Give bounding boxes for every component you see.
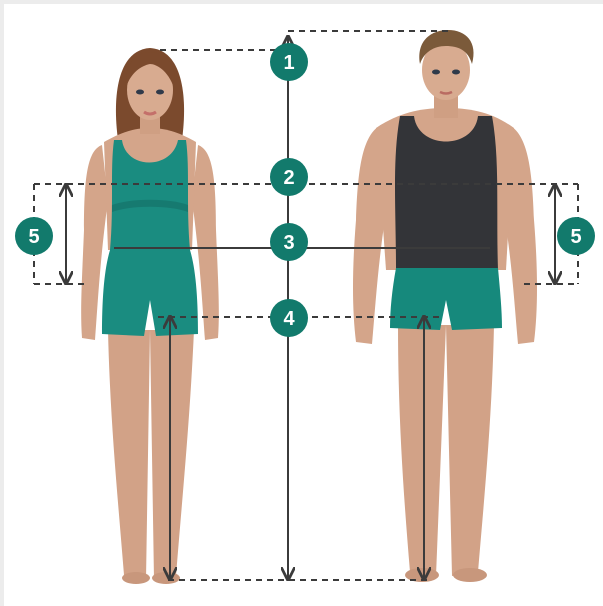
marker-2: 2 [270, 158, 308, 196]
female-legs [108, 330, 194, 580]
marker-5-right: 5 [557, 217, 595, 255]
marker-5-left: 5 [15, 217, 53, 255]
marker-3: 3 [270, 223, 308, 261]
measurement-diagram: 1 2 3 4 5 5 [4, 4, 603, 606]
male-figure [353, 30, 537, 582]
svg-text:3: 3 [283, 232, 294, 254]
svg-text:5: 5 [570, 226, 581, 248]
male-legs [398, 325, 494, 576]
marker-1: 1 [270, 43, 308, 81]
female-figure [81, 48, 219, 584]
female-shorts [102, 250, 198, 336]
svg-text:1: 1 [283, 52, 294, 74]
svg-text:4: 4 [283, 308, 295, 330]
male-shorts [390, 268, 502, 330]
svg-text:5: 5 [28, 226, 39, 248]
marker-4: 4 [270, 299, 308, 337]
svg-text:2: 2 [283, 167, 294, 189]
